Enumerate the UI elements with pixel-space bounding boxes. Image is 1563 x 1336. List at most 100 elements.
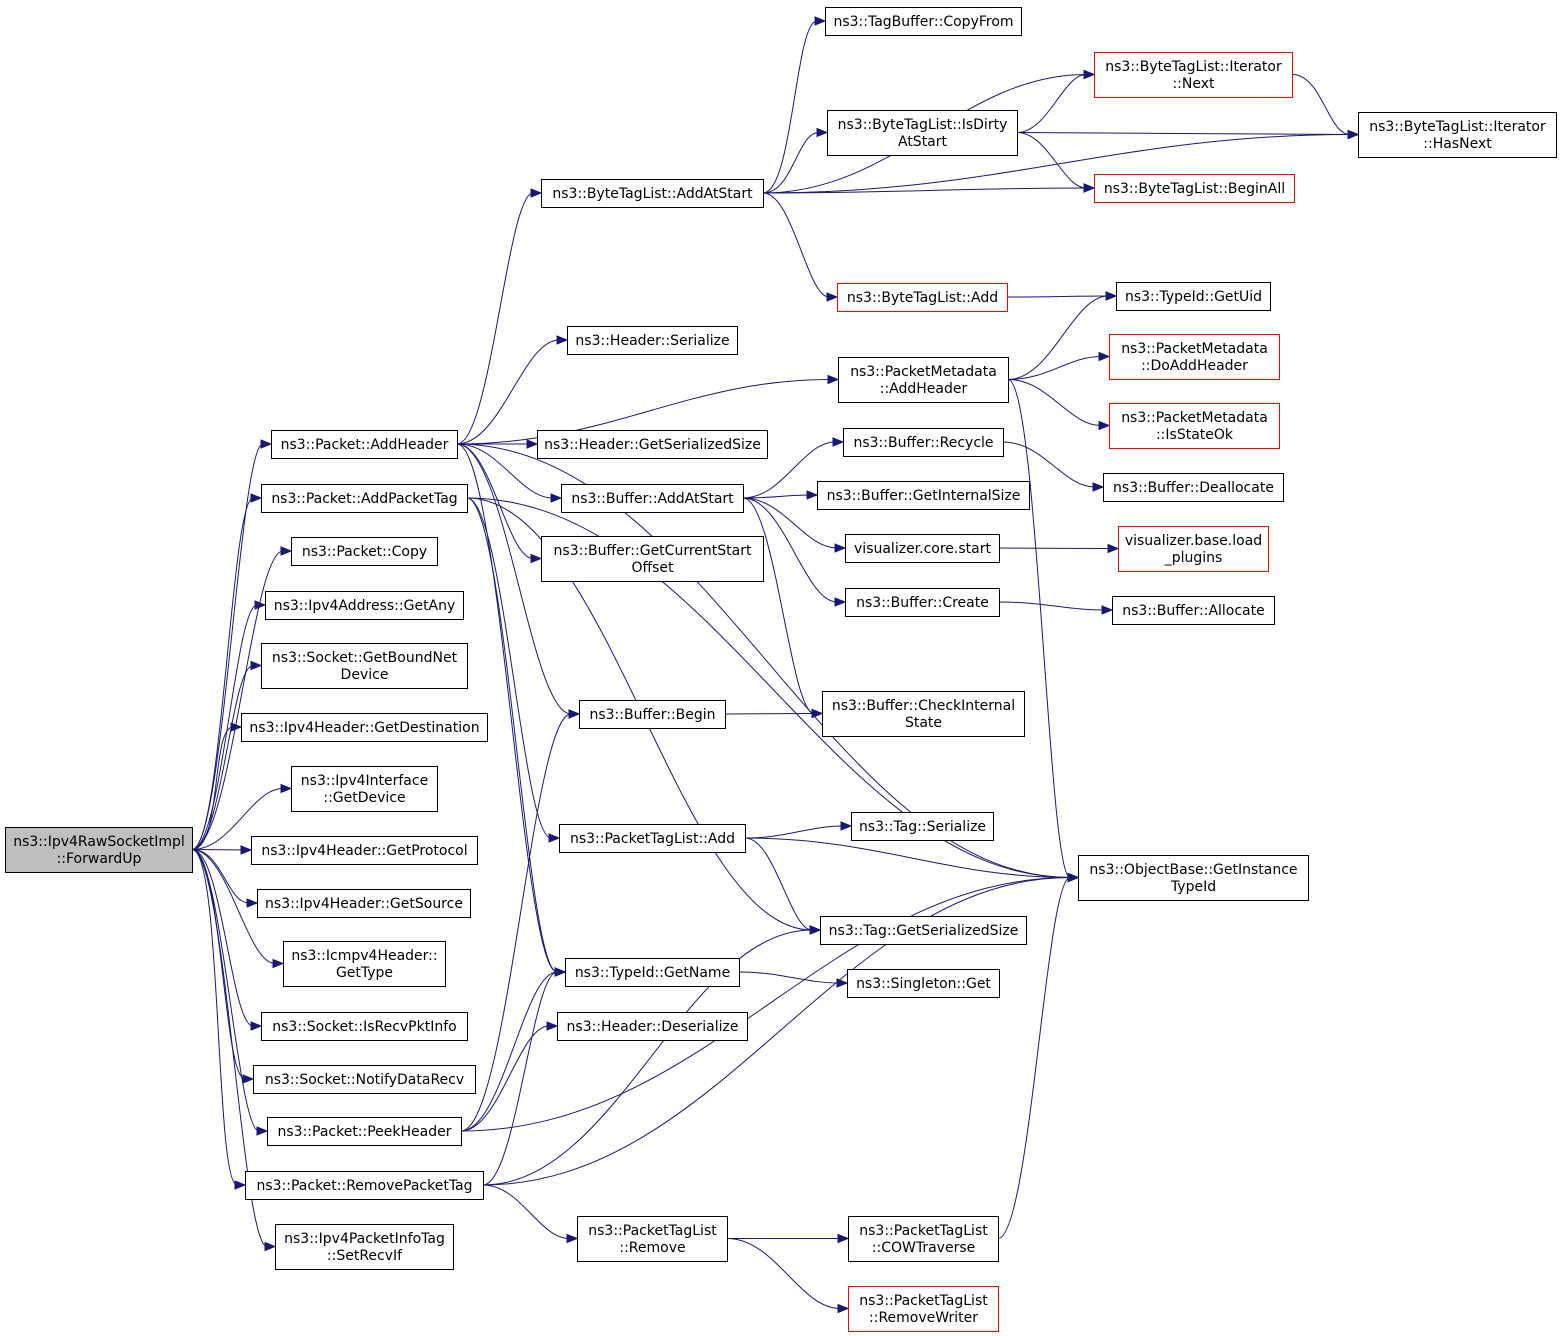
arrowhead-icon bbox=[254, 600, 267, 610]
node-ipv4h-getdest[interactable]: ns3::Ipv4Header::GetDestination bbox=[241, 713, 488, 742]
node-btl-add[interactable]: ns3::ByteTagList::Add bbox=[837, 283, 1008, 312]
node-pm-addheader[interactable]: ns3::PacketMetadata::AddHeader bbox=[838, 357, 1009, 403]
arrowhead-icon bbox=[230, 722, 243, 732]
node-b-begin[interactable]: ns3::Buffer::Begin bbox=[579, 700, 726, 729]
node-h-serialize[interactable]: ns3::Header::Serialize bbox=[567, 326, 738, 355]
node-box bbox=[251, 836, 478, 865]
node-box bbox=[843, 428, 1004, 457]
arrowhead-icon bbox=[550, 493, 563, 503]
node-tag-getsersize[interactable]: ns3::Tag::GetSerializedSize bbox=[820, 916, 1027, 945]
node-tid-getuid[interactable]: ns3::TypeId::GetUid bbox=[1116, 282, 1271, 311]
node-b-deallocate[interactable]: ns3::Buffer::Deallocate bbox=[1103, 473, 1284, 502]
node-icmp-gettype[interactable]: ns3::Icmpv4Header::GetType bbox=[283, 941, 446, 987]
node-vis-core-start[interactable]: visualizer.core.start bbox=[845, 534, 1000, 563]
node-btli-hasnext[interactable]: ns3::ByteTagList::Iterator::HasNext bbox=[1358, 112, 1557, 158]
node-ipv4h-getsource[interactable]: ns3::Ipv4Header::GetSource bbox=[257, 889, 471, 918]
node-box bbox=[848, 1286, 999, 1332]
edge-line bbox=[191, 849, 246, 1080]
node-box bbox=[1358, 112, 1557, 158]
edge-line bbox=[456, 339, 560, 445]
node-ptl-remove[interactable]: ns3::PacketTagList::Remove bbox=[577, 1216, 728, 1262]
edge-line bbox=[191, 788, 284, 850]
edge-line bbox=[762, 134, 1351, 194]
arrowhead-icon bbox=[834, 543, 847, 553]
node-p-addpackettag[interactable]: ns3::Packet::AddPacketTag bbox=[261, 484, 468, 513]
node-b-recycle[interactable]: ns3::Buffer::Recycle bbox=[843, 428, 1004, 457]
node-box bbox=[1103, 473, 1284, 502]
node-box bbox=[557, 1012, 748, 1041]
arrowhead-icon bbox=[260, 439, 273, 449]
node-label: ns3::Ipv4Header::GetSource bbox=[265, 896, 463, 912]
node-tid-getname[interactable]: ns3::TypeId::GetName bbox=[565, 958, 740, 987]
node-label: ns3::Packet::PeekHeader bbox=[278, 1124, 452, 1140]
node-label: ::IsStateOk bbox=[1156, 427, 1234, 443]
node-label: ns3::ObjectBase::GetInstance bbox=[1089, 862, 1297, 878]
node-pm-isstateok[interactable]: ns3::PacketMetadata::IsStateOk bbox=[1109, 403, 1280, 449]
node-b-allocate[interactable]: ns3::Buffer::Allocate bbox=[1112, 596, 1275, 625]
node-tb-copyfrom[interactable]: ns3::TagBuffer::CopyFrom bbox=[825, 7, 1022, 36]
node-label: ns3::Ipv4PacketInfoTag bbox=[284, 1231, 445, 1247]
node-b-create[interactable]: ns3::Buffer::Create bbox=[845, 588, 1000, 617]
node-ipv4addr-getany[interactable]: ns3::Ipv4Address::GetAny bbox=[265, 591, 464, 620]
call-edge bbox=[998, 543, 1120, 554]
node-label: ns3::Packet::Copy bbox=[302, 544, 427, 560]
node-box bbox=[253, 1065, 476, 1094]
arrowhead-icon bbox=[1098, 351, 1111, 362]
edge-line bbox=[191, 849, 260, 1132]
function-nodes: ns3::Ipv4RawSocketImpl::ForwardUpns3::Pa… bbox=[5, 7, 1557, 1332]
node-b-getinternalsize[interactable]: ns3::Buffer::GetInternalSize bbox=[817, 481, 1030, 510]
node-btli-next[interactable]: ns3::ByteTagList::Iterator::Next bbox=[1094, 52, 1293, 98]
node-h-deserialize[interactable]: ns3::Header::Deserialize bbox=[557, 1012, 748, 1041]
node-ptl-removewriter[interactable]: ns3::PacketTagList::RemoveWriter bbox=[848, 1286, 999, 1332]
node-label: ns3::PacketMetadata bbox=[850, 364, 997, 380]
node-label: ::GetDevice bbox=[323, 790, 405, 806]
arrowhead-icon bbox=[526, 439, 539, 449]
call-edge bbox=[460, 872, 1080, 1132]
node-h-getsersize[interactable]: ns3::Header::GetSerializedSize bbox=[537, 430, 768, 459]
arrowhead-icon bbox=[548, 833, 561, 843]
node-box bbox=[283, 941, 446, 987]
node-btl-beginall[interactable]: ns3::ByteTagList::BeginAll bbox=[1094, 174, 1295, 203]
node-ipv4h-getproto[interactable]: ns3::Ipv4Header::GetProtocol bbox=[251, 836, 478, 865]
node-p-removepackettag[interactable]: ns3::Packet::RemovePacketTag bbox=[245, 1171, 484, 1200]
node-box bbox=[5, 827, 193, 873]
call-edge bbox=[191, 660, 263, 850]
node-socket-notify[interactable]: ns3::Socket::NotifyDataRecv bbox=[253, 1065, 476, 1094]
node-box bbox=[261, 643, 468, 689]
edge-line bbox=[456, 443, 572, 715]
node-label: ns3::Buffer::Create bbox=[856, 595, 989, 611]
arrowhead-icon bbox=[1083, 183, 1096, 193]
node-label: ns3::Buffer::Recycle bbox=[853, 435, 993, 451]
edge-line bbox=[724, 713, 815, 715]
arrowhead-icon bbox=[530, 553, 543, 564]
node-socket-isrecv[interactable]: ns3::Socket::IsRecvPktInfo bbox=[261, 1012, 468, 1041]
node-p-copy[interactable]: ns3::Packet::Copy bbox=[291, 537, 438, 566]
node-label: ns3::Singleton::Get bbox=[856, 976, 991, 992]
node-tag-serialize[interactable]: ns3::Tag::Serialize bbox=[851, 812, 994, 841]
node-btl-addatstart[interactable]: ns3::ByteTagList::AddAtStart bbox=[541, 179, 764, 208]
node-singleton-get[interactable]: ns3::Singleton::Get bbox=[847, 969, 1000, 998]
arrowhead-icon bbox=[834, 597, 847, 607]
node-p-addheader[interactable]: ns3::Packet::AddHeader bbox=[271, 430, 458, 459]
node-vis-base-load[interactable]: visualizer.base.load_plugins bbox=[1118, 526, 1269, 572]
edge-line bbox=[762, 20, 818, 194]
node-ptl-cowtraverse[interactable]: ns3::PacketTagList::COWTraverse bbox=[848, 1216, 999, 1262]
node-label: ns3::TagBuffer::CopyFrom bbox=[833, 14, 1013, 30]
call-edge bbox=[738, 971, 849, 988]
node-ipv4pi-setrecvif[interactable]: ns3::Ipv4PacketInfoTag::SetRecvIf bbox=[275, 1224, 454, 1270]
call-edge bbox=[191, 439, 273, 850]
arrowhead-icon bbox=[814, 16, 827, 26]
node-root[interactable]: ns3::Ipv4RawSocketImpl::ForwardUp bbox=[5, 827, 193, 873]
node-ipv4if-getdevice[interactable]: ns3::Ipv4Interface::GetDevice bbox=[291, 766, 438, 812]
node-ptl-add[interactable]: ns3::PacketTagList::Add bbox=[559, 824, 746, 853]
node-label: ns3::PacketTagList bbox=[588, 1223, 717, 1239]
node-pm-doaddheader[interactable]: ns3::PacketMetadata::DoAddHeader bbox=[1109, 334, 1280, 380]
node-p-peekheader[interactable]: ns3::Packet::PeekHeader bbox=[267, 1117, 462, 1146]
node-box bbox=[265, 591, 464, 620]
node-b-addatstart[interactable]: ns3::Buffer::AddAtStart bbox=[561, 484, 744, 513]
